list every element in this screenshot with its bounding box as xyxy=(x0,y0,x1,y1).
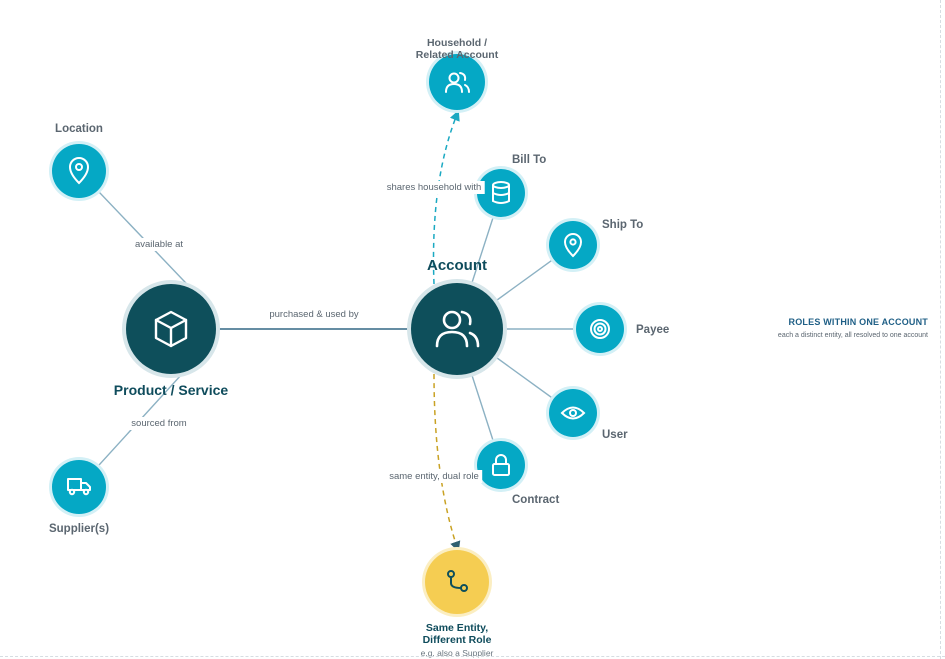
eye-icon xyxy=(560,406,586,420)
edge-location-product xyxy=(78,170,205,303)
location-label: Location xyxy=(55,123,103,135)
frame-border-bottom xyxy=(0,656,945,657)
edge-label-purchased-used-by: purchased & used by xyxy=(266,308,362,321)
users-icon xyxy=(445,72,470,93)
edge-label-available-at: available at xyxy=(131,238,187,251)
bill-to-node[interactable] xyxy=(474,166,528,220)
same-entity-label-line2: Different Role xyxy=(422,634,492,646)
map-pin-icon xyxy=(68,157,90,185)
users-icon xyxy=(435,310,480,348)
database-icon xyxy=(492,181,510,204)
product-service-hub[interactable] xyxy=(122,280,220,378)
edge-account-same-entity-dashed xyxy=(433,373,461,552)
same-entity-node[interactable] xyxy=(422,547,492,617)
household-label: Household / Related Account xyxy=(416,37,498,61)
map-pin-icon xyxy=(563,233,583,258)
edge-label-sourced-from: sourced from xyxy=(128,417,190,430)
git-merge-icon xyxy=(447,570,468,592)
payee-node[interactable] xyxy=(573,302,627,356)
suppliers-node[interactable] xyxy=(49,457,109,517)
same-entity-note: e.g. also a Supplier xyxy=(420,648,494,658)
contract-label: Contract xyxy=(512,494,560,506)
edge-label-shares-household: shares household with xyxy=(383,181,485,194)
truck-icon xyxy=(67,478,91,496)
lock-icon xyxy=(492,454,510,476)
account-title: Account xyxy=(427,257,487,274)
suppliers-label: Supplier(s) xyxy=(48,523,110,535)
ship-to-label: Ship To xyxy=(602,219,644,231)
roles-legend-title: ROLES WITHIN ONE ACCOUNT xyxy=(788,317,928,327)
product-service-title: Product / Service xyxy=(113,382,229,398)
box-icon xyxy=(154,310,188,348)
user-label: User xyxy=(602,429,628,441)
household-label-line2: Related Account xyxy=(415,49,499,61)
frame-border-right xyxy=(940,0,941,659)
same-entity-label-line1: Same Entity, xyxy=(425,622,489,634)
contract-node[interactable] xyxy=(474,438,528,492)
same-entity-label: Same Entity, Different Role xyxy=(423,622,492,646)
household-node[interactable] xyxy=(426,51,488,113)
target-icon xyxy=(590,319,610,339)
ship-to-node[interactable] xyxy=(546,218,600,272)
roles-legend-subtitle: each a distinct entity, all resolved to … xyxy=(777,332,928,339)
bill-to-label: Bill To xyxy=(512,154,547,166)
edge-label-same-entity: same entity, dual role xyxy=(386,470,482,483)
edge-account-household-dashed xyxy=(432,110,460,285)
user-node[interactable] xyxy=(546,386,600,440)
account-hub[interactable] xyxy=(407,279,507,379)
household-label-line1: Household / xyxy=(426,37,488,49)
location-node[interactable] xyxy=(49,141,109,201)
payee-label: Payee xyxy=(636,324,670,336)
